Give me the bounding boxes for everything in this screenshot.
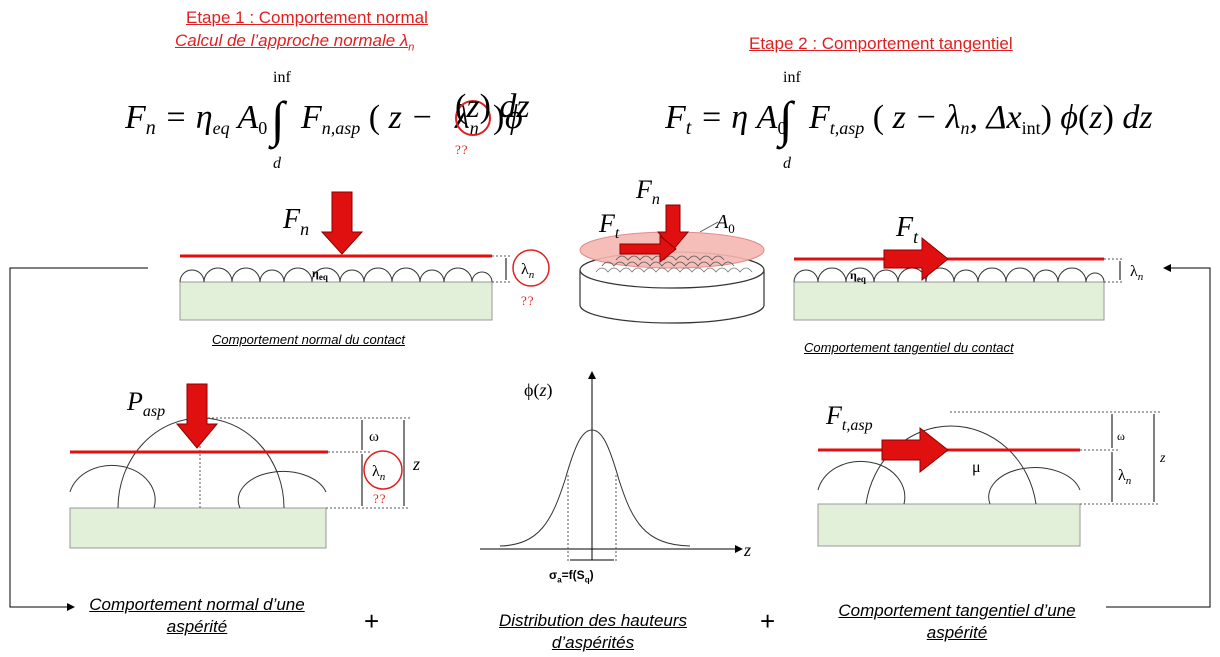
svg-text:Ft = η A0: Ft = η A0 — [665, 99, 786, 139]
tangential-contact-caption: Comportement tangentiel du contact — [804, 340, 1014, 355]
normal-force-formula-svg: inf d Fn = ηeq A0 ∫ Fn,asp ( z − λn ) ϕ … — [124, 69, 523, 172]
tangential-asperity-caption: Comportement tangentiel d’une aspérité — [838, 601, 1076, 642]
center-normal-arrow — [656, 204, 690, 251]
svg-text:∫: ∫ — [776, 91, 796, 150]
asp-force-arrow — [175, 383, 219, 449]
svg-text:∫: ∫ — [268, 91, 288, 150]
ft-label: Ft — [895, 212, 919, 247]
distribution-caption: Distribution des hauteurs d’aspérités — [498, 611, 688, 652]
normal-contact-unknown: ?? — [521, 293, 535, 308]
center-tangential-arrow — [619, 234, 677, 264]
tangential-force-formula-svg: inf d Ft = η A0 ∫ Ft,asp ( z − λn, Δxint… — [664, 69, 1153, 172]
svg-text:Pasp: Pasp — [126, 387, 165, 420]
tangential-force-formula: inf d Ft = η A0 ∫ Ft,asp ( z − λn, Δxint… — [664, 62, 1205, 182]
connector-lines — [9, 264, 1211, 611]
center-a0-label: A0 — [714, 211, 735, 236]
tasp-force-arrow — [881, 426, 949, 474]
center-fn-label: Fn — [635, 175, 660, 208]
sigma-label: σa=f(Sq) — [549, 568, 594, 585]
unknown-mark: ?? — [455, 142, 469, 157]
left-connector — [9, 267, 148, 611]
normal-force-formula: inf d Fn = ηeq A0 ∫ Fn,asp ( z − λn ) ϕ … — [124, 62, 565, 182]
svg-text:z: z — [1159, 451, 1166, 466]
svg-text:Ft,asp: Ft,asp — [825, 401, 873, 434]
normal-force-arrow — [320, 191, 364, 255]
svg-text:Fn,asp ( z −: Fn,asp ( z − — [300, 99, 433, 138]
svg-text:): ) — [493, 99, 504, 136]
integral-lower-bound: d — [273, 155, 282, 172]
center-ft-label: Ft — [598, 209, 620, 242]
step2-title: Etape 2 : Comportement tangentiel — [749, 34, 1013, 53]
lambda-circle — [512, 249, 550, 287]
right-connector — [1106, 264, 1211, 608]
svg-text:ω: ω — [369, 429, 379, 445]
distribution-diagram: ϕ(z) z — [480, 371, 751, 562]
gaussian-curve — [499, 429, 691, 547]
svg-text:z: z — [412, 454, 420, 474]
plus-sign-left: + — [364, 606, 380, 636]
svg-text:λn: λn — [372, 463, 386, 483]
asperities-row — [179, 267, 493, 283]
svg-text:Ft,asp ( z − λn, Δxint) ϕ(z) d: Ft,asp ( z − λn, Δxint) ϕ(z) dz — [808, 99, 1153, 138]
normal-asperity-diagram: Pasp ω λn z — [69, 383, 420, 549]
svg-text:λn: λn — [1118, 467, 1132, 487]
integral-upper-bound: inf — [273, 69, 291, 86]
center-contact-diagram: Fn Ft A0 — [579, 175, 765, 324]
svg-text:ω: ω — [1117, 429, 1125, 443]
svg-text:λn: λn — [454, 99, 479, 138]
substrate-block — [179, 281, 493, 321]
tangential-asperity-diagram: Ft,asp ω λn z μ — [817, 401, 1166, 547]
lambda-n-label: λn — [521, 261, 535, 281]
normal-asperity-caption: Comportement normal d’une aspérité — [89, 595, 305, 636]
step1-subtitle: Calcul de l’approche normale λn — [175, 31, 415, 54]
normal-asperity-unknown: ?? — [373, 491, 387, 506]
step1-title: Etape 1 : Comportement normal — [186, 8, 428, 27]
svg-text:ϕ: ϕ — [505, 99, 523, 136]
normal-contact-diagram: Fn ηeq λn — [179, 191, 550, 321]
tangential-force-arrow — [883, 236, 949, 282]
svg-text:μ: μ — [972, 459, 981, 476]
svg-text:λn: λn — [1130, 263, 1144, 283]
lambda-unknown-circle — [455, 100, 491, 136]
formula1-tail: (z) dz — [455, 88, 530, 125]
tangential-contact-diagram: Ft ηeq λn — [793, 212, 1144, 321]
integral-upper-bound-2: inf — [783, 69, 801, 86]
integral-lower-bound-2: d — [783, 155, 792, 172]
plus-sign-right: + — [760, 606, 776, 636]
svg-text:ηeq: ηeq — [850, 268, 866, 284]
svg-text:Fn = ηeq A0: Fn = ηeq A0 — [125, 99, 267, 139]
normal-contact-caption: Comportement normal du contact — [212, 332, 405, 347]
fn-label: Fn — [282, 204, 309, 239]
svg-text:z: z — [743, 540, 751, 560]
svg-text:ϕ(z): ϕ(z) — [524, 380, 552, 401]
